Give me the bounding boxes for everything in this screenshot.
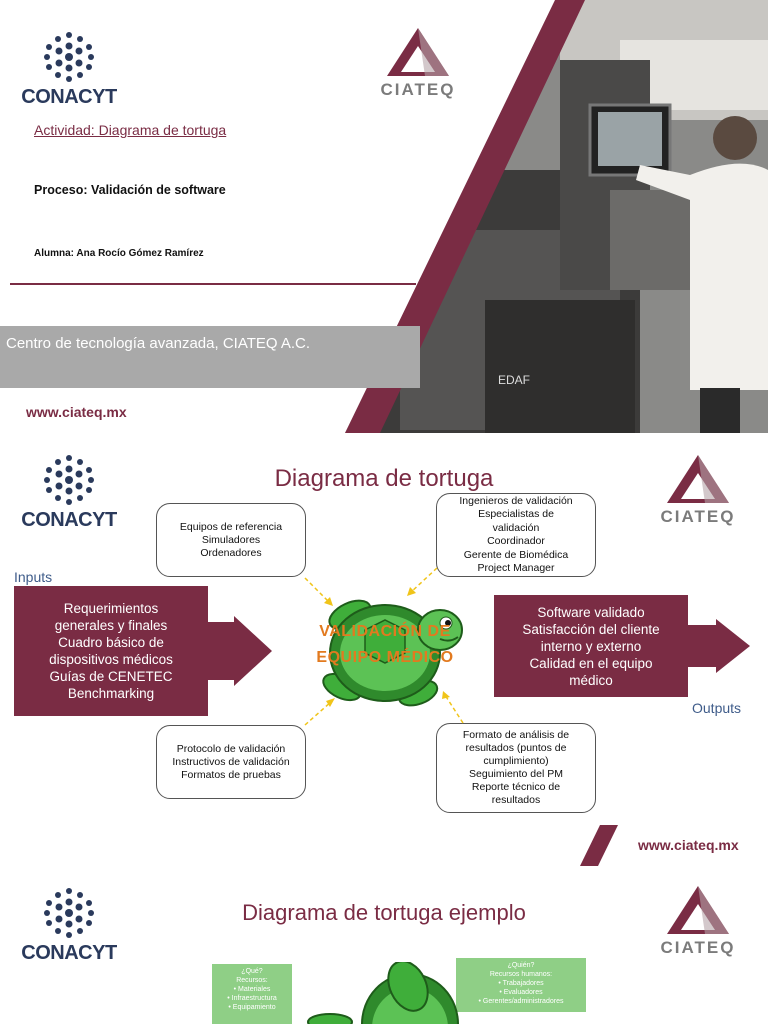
ciateq-logo: CIATEQ <box>648 453 748 527</box>
ciateq-logo: CIATEQ <box>648 884 748 958</box>
box-line: Seguimiento del PM <box>469 768 563 780</box>
box-line: Protocolo de validación <box>176 742 286 755</box>
box-line: Especialistas de <box>478 508 554 520</box>
output-line: Satisfacción del cliente <box>522 621 660 637</box>
turtle-title-line1: VALIDACIÓN DE <box>319 623 451 640</box>
slide-turtle-diagram: CONACYT CIATEQ Diagrama de tortuga Equip… <box>0 433 768 866</box>
input-line: Guías de CENETEC <box>49 669 173 684</box>
connector-arrows <box>304 567 464 726</box>
box-people: Ingenieros de validación Especialistas d… <box>436 493 596 577</box>
ciateq-triangle-icon <box>667 886 729 934</box>
box-line: Gerente de Biomédica <box>463 548 569 561</box>
what-item: • Equipamiento <box>228 1004 276 1011</box>
conacyt-logo: CONACYT <box>14 453 124 532</box>
box-indicators: Formato de análisis de resultados (punto… <box>436 723 596 813</box>
conacyt-wordmark: CONACYT <box>21 942 117 964</box>
input-line: generales y finales <box>54 618 168 633</box>
box-line: resultados (puntos de <box>465 742 567 754</box>
outputs-label: Outputs <box>692 700 742 716</box>
who-item: • Trabajadores <box>498 980 544 987</box>
conacyt-dots-icon <box>44 888 94 938</box>
box-line: Ordenadores <box>200 546 262 559</box>
process-name: Proceso: Validación de software <box>34 183 226 197</box>
what-item: • Infraestructura <box>227 995 277 1002</box>
conacyt-dots-icon <box>44 455 94 505</box>
output-line: Software validado <box>537 604 645 620</box>
box-line: validación <box>492 521 540 534</box>
box-line: Reporte técnico de <box>471 781 561 793</box>
box-line: Instructivos de validación <box>172 755 290 768</box>
slide-title: Diagrama de tortuga <box>274 465 494 492</box>
box-line: Formato de análisis de <box>462 729 570 741</box>
outputs-arrow <box>494 595 750 697</box>
box-line: Coordinador <box>487 535 545 547</box>
turtle-icon <box>307 962 459 1024</box>
ciateq-triangle-icon <box>387 28 449 76</box>
who-item: • Gerentes/administradores <box>478 998 564 1005</box>
what-title: ¿Qué? <box>241 968 263 975</box>
what-box: ¿Qué? Recursos: • Materiales • Infraestr… <box>212 964 292 1024</box>
ciateq-triangle-icon <box>667 455 729 503</box>
website-link[interactable]: www.ciateq.mx <box>26 404 127 420</box>
what-subtitle: Recursos: <box>236 977 268 984</box>
student-name: Alumna: Ana Rocío Gómez Ramírez <box>34 248 204 259</box>
what-item: • Materiales <box>233 986 271 993</box>
who-title: ¿Quién? <box>507 962 535 969</box>
output-line: médico <box>569 672 613 688</box>
box-line: resultados <box>491 794 541 806</box>
turtle-title-line2: EQUIPO MÉDICO <box>316 649 454 666</box>
maroon-stripe <box>580 825 618 866</box>
outputs-text: Software validado Satisfacción del clien… <box>494 595 688 697</box>
who-item: • Evaluadores <box>499 989 543 996</box>
institution-name: Centro de tecnología avanzada, CIATEQ A.… <box>6 335 311 352</box>
activity-title: Actividad: Diagrama de tortuga <box>34 122 227 138</box>
box-line: Simuladores <box>201 533 261 546</box>
input-line: dispositivos médicos <box>49 652 173 667</box>
output-line: interno y externo <box>540 638 642 654</box>
who-box: ¿Quién? Recursos humanos: • Trabajadores… <box>456 958 586 1012</box>
output-line: Calidad en el equipo <box>529 655 653 671</box>
conacyt-logo: CONACYT <box>14 886 124 965</box>
box-line: cumplimiento) <box>483 755 549 767</box>
box-line: Formatos de pruebas <box>181 768 281 781</box>
input-line: Benchmarking <box>67 686 155 701</box>
conacyt-wordmark: CONACYT <box>21 509 117 531</box>
ciateq-wordmark: CIATEQ <box>660 938 736 957</box>
factory-photo: EDAF <box>345 0 768 433</box>
conacyt-dots-icon <box>44 32 94 82</box>
box-line: Project Manager <box>477 562 555 574</box>
slide-turtle-example: CONACYT CIATEQ Diagrama de tortuga ejemp… <box>0 866 768 1024</box>
box-line: Equipos de referencia <box>179 520 283 533</box>
grey-band <box>0 326 420 388</box>
inputs-arrow <box>14 586 272 716</box>
slide-title: Diagrama de tortuga ejemplo <box>242 900 526 925</box>
who-subtitle: Recursos humanos: <box>489 971 553 978</box>
inputs-label: Inputs <box>14 569 53 585</box>
machine-label: EDAF <box>498 373 530 387</box>
slide-cover: EDAF CONACYT <box>0 0 768 433</box>
turtle-icon <box>322 599 463 707</box>
box-line: Ingenieros de validación <box>459 494 573 507</box>
ciateq-wordmark: CIATEQ <box>380 80 456 99</box>
box-methods: Protocolo de validación Instructivos de … <box>156 725 306 799</box>
conacyt-logo: CONACYT <box>14 30 124 109</box>
ciateq-wordmark: CIATEQ <box>660 507 736 526</box>
ciateq-logo: CIATEQ <box>368 26 468 100</box>
website-link[interactable]: www.ciateq.mx <box>638 837 739 853</box>
box-equipment: Equipos de referencia Simuladores Ordena… <box>156 503 306 577</box>
input-line: Cuadro básico de <box>58 635 164 650</box>
conacyt-wordmark: CONACYT <box>21 86 117 108</box>
input-line: Requerimientos <box>63 601 159 616</box>
divider-line <box>10 283 416 285</box>
inputs-text: Requerimientos generales y finales Cuadr… <box>14 586 208 716</box>
